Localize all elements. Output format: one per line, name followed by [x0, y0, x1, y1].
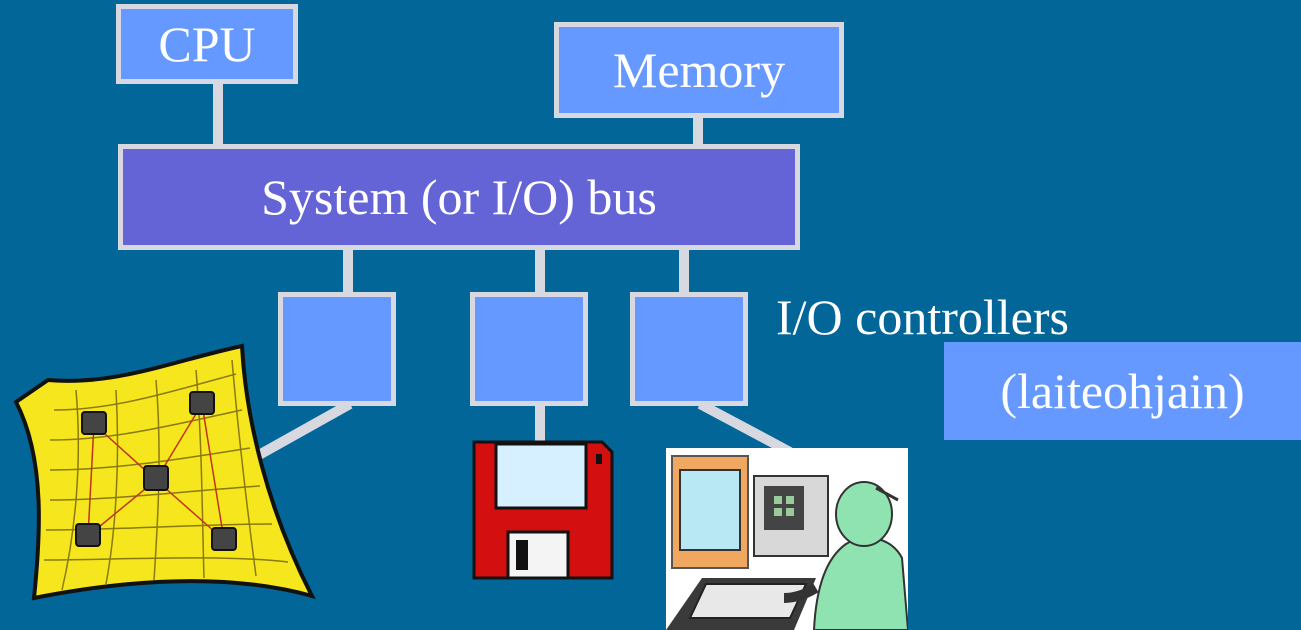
system-bus-box: System (or I/O) bus [118, 144, 800, 250]
memory-label: Memory [612, 42, 786, 98]
cpu-label: CPU [158, 16, 256, 72]
io-controller-3 [630, 292, 748, 406]
controller3-operator-line [697, 399, 793, 457]
memory-box: Memory [554, 22, 844, 118]
system-bus-label: System (or I/O) bus [261, 169, 657, 225]
floppy-disk-icon [472, 440, 614, 580]
io-controller-2 [470, 292, 588, 406]
io-controllers-translation: (laiteohjain) [944, 342, 1301, 440]
io-controllers-label: I/O controllers [776, 289, 1069, 345]
network-icon [13, 343, 316, 601]
io-controller-1 [278, 292, 396, 406]
computer-operator-icon [666, 448, 908, 630]
cpu-box: CPU [116, 4, 298, 84]
controller1-network-line [247, 399, 353, 465]
